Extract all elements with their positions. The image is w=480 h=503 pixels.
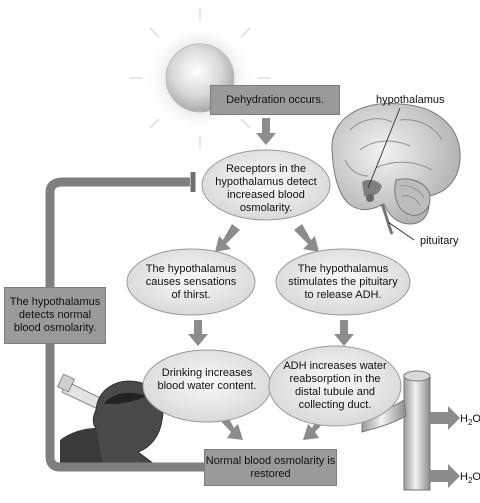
person-drinking-illustration <box>56 373 164 471</box>
thirst-text: The hypothalamus causes sensations of th… <box>145 263 237 301</box>
water-output-label-2: H2O <box>460 471 480 486</box>
blood-vessel-illustration <box>361 370 460 491</box>
hypothalamus-label: hypothalamus <box>376 94 445 106</box>
oval-backgrounds <box>126 149 411 427</box>
sun-illustration <box>130 8 270 148</box>
reabsorption-text: ADH increases water reabsorption in the … <box>283 360 387 411</box>
restored-box: Normal blood osmolarity is restored <box>204 449 337 486</box>
feedback-box: The hypothalamus detects normal blood os… <box>4 287 106 344</box>
pituitary-label: pituitary <box>420 235 459 247</box>
dehydration-box: Dehydration occurs. <box>210 85 340 115</box>
brain-illustration <box>331 102 461 235</box>
water-output-label-1: H2O <box>460 413 480 428</box>
label-leader-lines <box>367 107 415 241</box>
adh-release-text: The hypothalamus stimulates the pituitar… <box>288 263 398 301</box>
drinking-text: Drinking increases blood water content. <box>157 367 257 392</box>
receptors-text: Receptors in the hypothalamus detect inc… <box>215 163 317 214</box>
